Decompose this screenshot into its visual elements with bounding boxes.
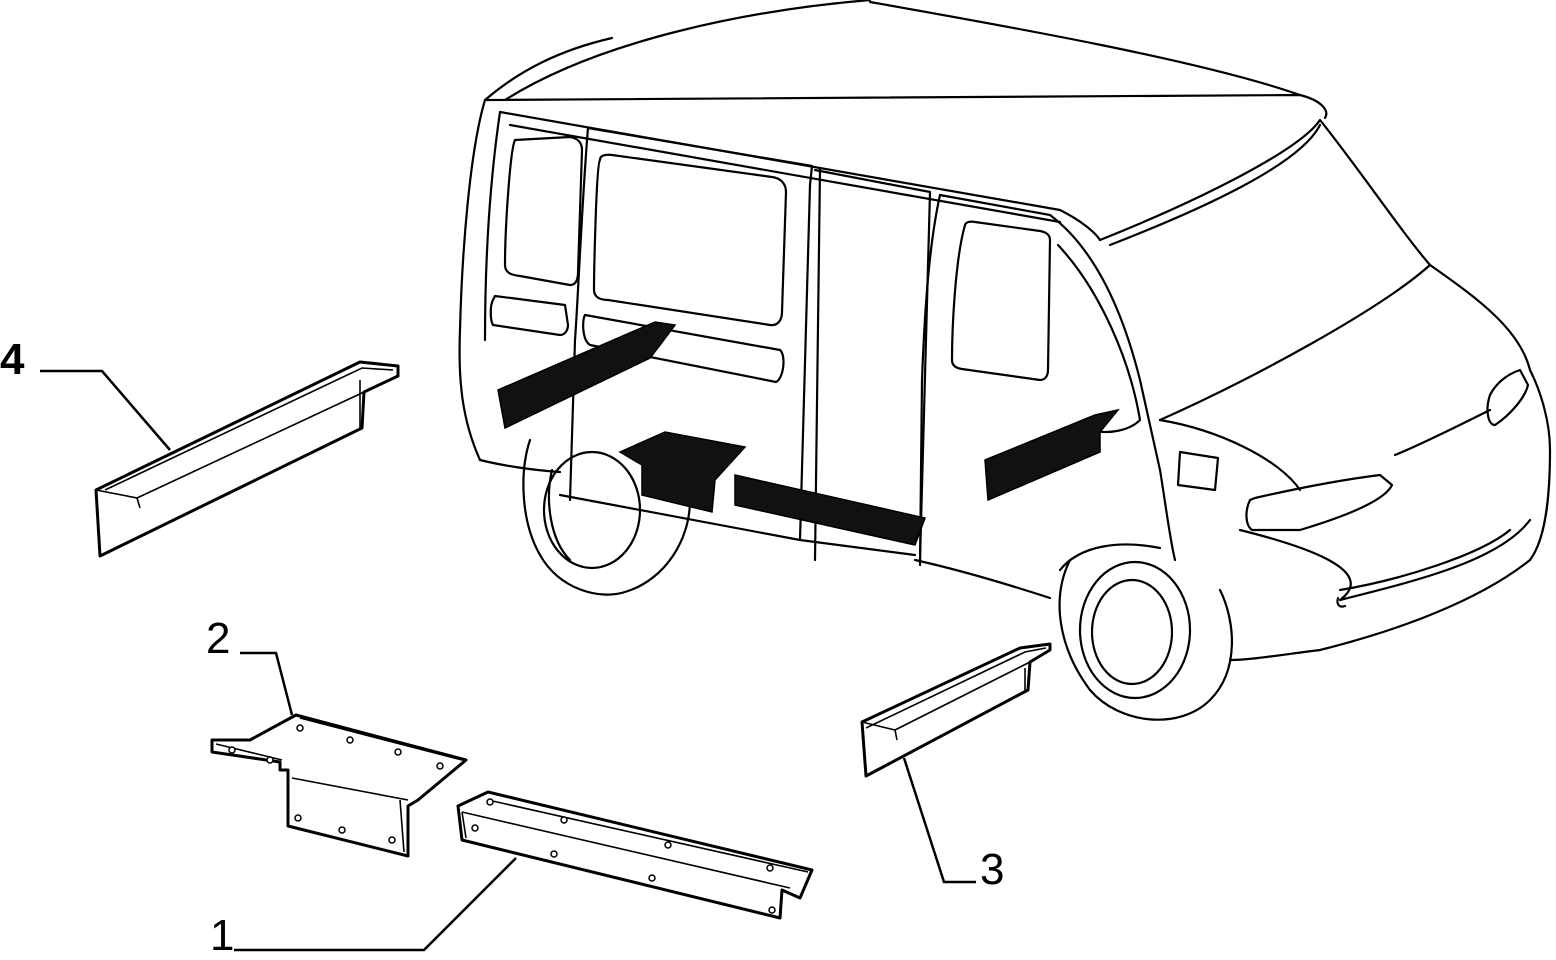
leader-line-4 xyxy=(40,369,171,451)
callout-3: 3 xyxy=(980,845,1005,894)
part-3-side-reinforcement xyxy=(860,642,1052,778)
callout-2: 2 xyxy=(206,614,231,663)
installed-reinforcements xyxy=(497,321,1120,546)
van-illustration xyxy=(458,0,1552,721)
leader-line-2 xyxy=(240,651,294,716)
leader-line-1 xyxy=(234,857,517,952)
part-2-floor-bracket xyxy=(210,713,468,858)
part-4-side-reinforcement xyxy=(94,360,400,558)
callout-1: 1 xyxy=(210,911,235,960)
part-1-sill-reinforcement xyxy=(456,790,814,920)
callout-4: 4 xyxy=(0,335,25,384)
leader-line-3 xyxy=(902,757,976,884)
leader-lines xyxy=(40,369,976,952)
